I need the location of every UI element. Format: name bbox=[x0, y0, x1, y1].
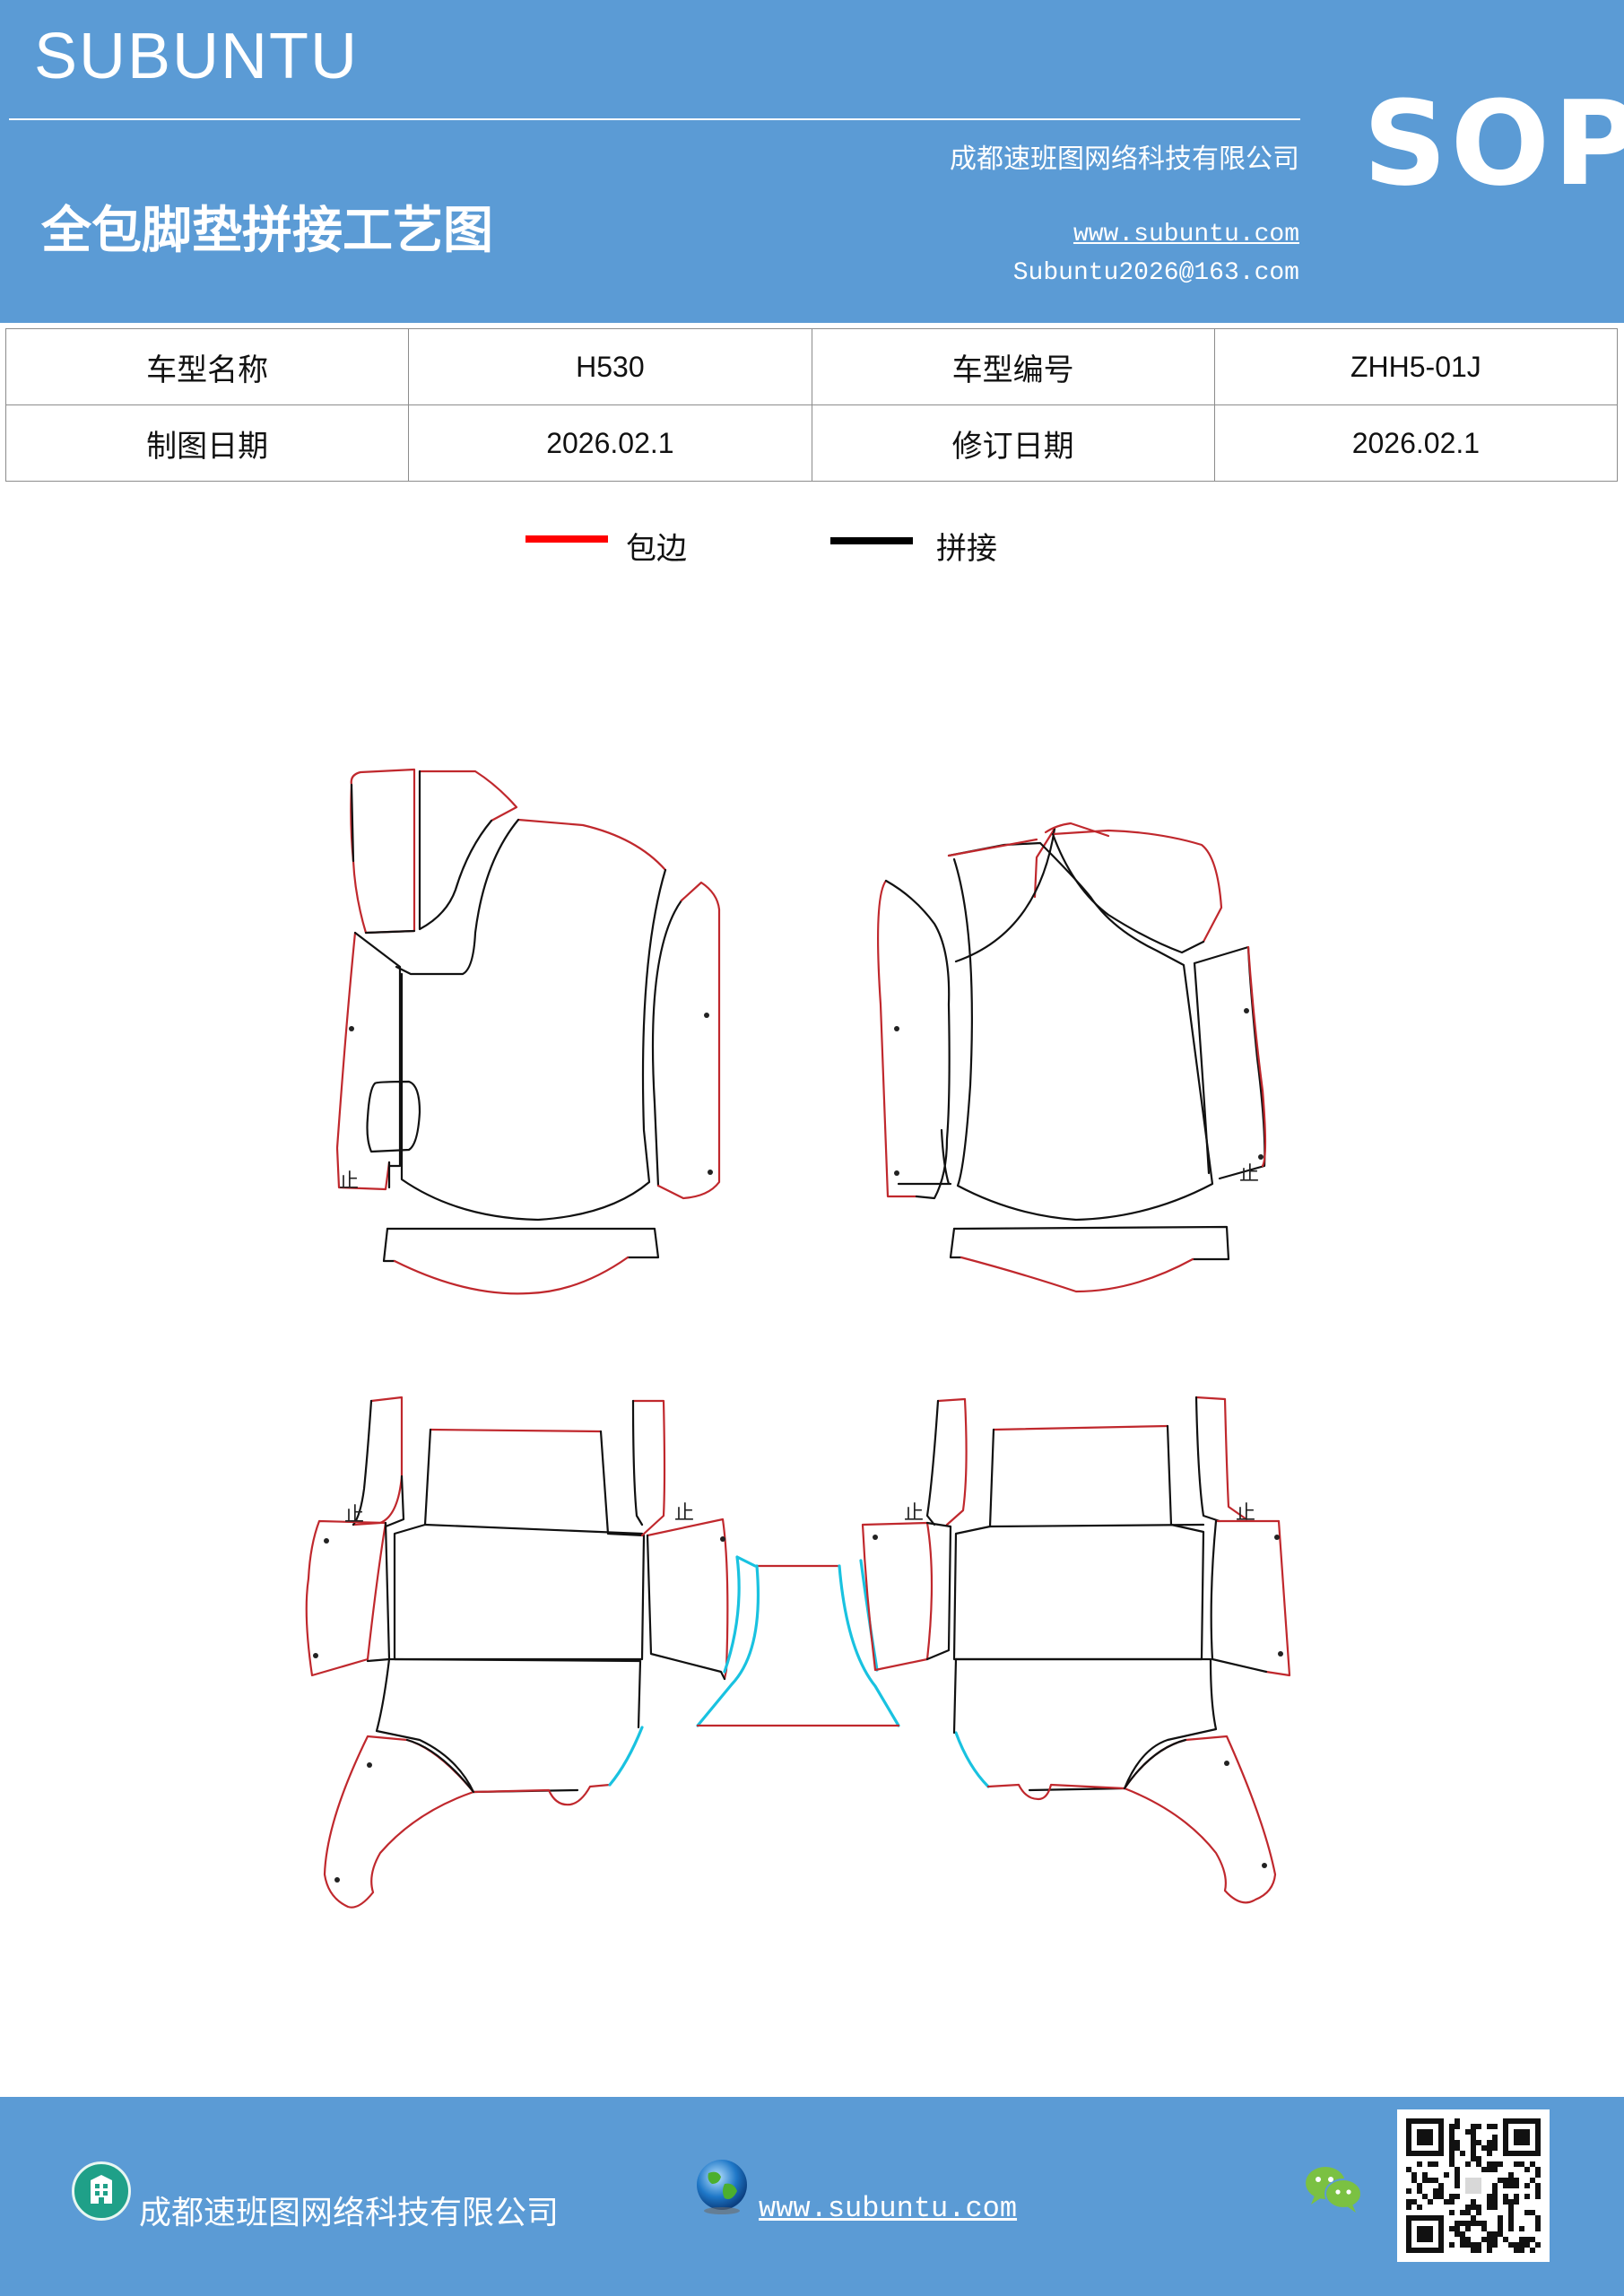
rear-left-mat: 止 止 bbox=[305, 1396, 729, 1909]
draw-date-label: 制图日期 bbox=[4, 404, 410, 482]
stop-mark: 止 bbox=[674, 1502, 694, 1525]
model-name-value: H530 bbox=[408, 328, 812, 405]
stop-mark: 止 bbox=[339, 1170, 359, 1193]
qr-code-icon bbox=[1397, 2109, 1550, 2262]
brand-name: SUBUNTU bbox=[34, 21, 360, 92]
legend-seam-swatch bbox=[830, 537, 913, 544]
wechat-icon bbox=[1302, 2161, 1365, 2215]
model-code-value: ZHH5-01J bbox=[1213, 328, 1619, 405]
stop-mark: 止 bbox=[1239, 1163, 1259, 1186]
header-website-link[interactable]: www.subuntu.com bbox=[1073, 221, 1299, 248]
draw-date-value: 2026.02.1 bbox=[408, 404, 812, 482]
vehicle-info-table: 车型名称 H530 车型编号 ZHH5-01J 制图日期 2026.02.1 修… bbox=[4, 328, 1619, 482]
center-tunnel-mat bbox=[696, 1555, 900, 1727]
model-name-label: 车型名称 bbox=[4, 328, 410, 405]
footer-website-link[interactable]: www.subuntu.com bbox=[759, 2192, 1018, 2225]
front-right-mat: 止 bbox=[877, 822, 1267, 1293]
legend-seam-label: 拼接 bbox=[936, 531, 997, 567]
revise-date-label: 修订日期 bbox=[811, 404, 1215, 482]
table-row: 制图日期 2026.02.1 修订日期 2026.02.1 bbox=[4, 404, 1619, 482]
stop-mark: 止 bbox=[1236, 1502, 1255, 1525]
stop-mark: 止 bbox=[904, 1502, 924, 1525]
header-email: Subuntu2026@163.com bbox=[1012, 259, 1299, 287]
document-title: 全包脚垫拼接工艺图 bbox=[41, 201, 493, 260]
header-divider bbox=[9, 118, 1300, 120]
front-left-mat: 止 bbox=[335, 768, 721, 1295]
footer-company-name: 成都速班图网络科技有限公司 bbox=[139, 2195, 560, 2231]
building-icon bbox=[72, 2161, 131, 2221]
revise-date-value: 2026.02.1 bbox=[1213, 404, 1619, 482]
rear-right-mat: 止 止 bbox=[861, 1396, 1291, 1904]
globe-icon bbox=[692, 2157, 751, 2216]
legend-edge-label: 包边 bbox=[626, 531, 687, 567]
header-company-name: 成都速班图网络科技有限公司 bbox=[950, 144, 1299, 175]
table-row: 车型名称 H530 车型编号 ZHH5-01J bbox=[4, 328, 1619, 405]
model-code-label: 车型编号 bbox=[811, 328, 1215, 405]
stop-mark: 止 bbox=[344, 1504, 364, 1526]
page-header: SUBUNTU 成都速班图网络科技有限公司 全包脚垫拼接工艺图 www.subu… bbox=[0, 0, 1624, 323]
floor-mat-pattern-diagram: 止 止 bbox=[305, 768, 1291, 1909]
sop-badge: SOP bbox=[1363, 75, 1624, 212]
legend-edge-swatch bbox=[525, 535, 608, 543]
